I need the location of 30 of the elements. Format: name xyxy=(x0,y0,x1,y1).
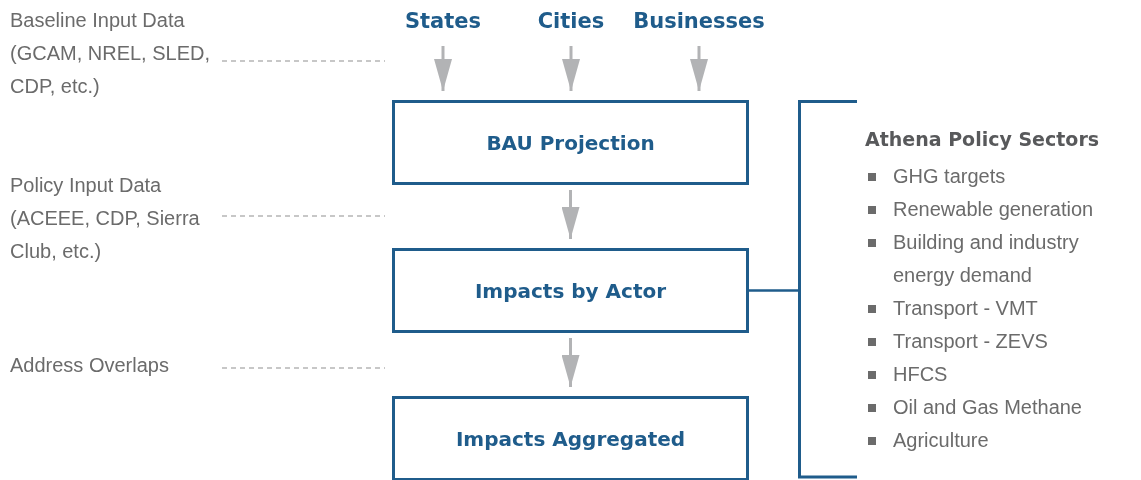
box-label: BAU Projection xyxy=(486,130,655,155)
input-note: Baseline Input Data (GCAM, NREL, SLED, CDP, etc.) xyxy=(10,4,222,104)
process-box xyxy=(392,100,749,185)
dashed-leader-line xyxy=(221,367,386,369)
arrow xyxy=(690,46,708,91)
arrow xyxy=(561,338,580,387)
list-item: Agriculture xyxy=(893,428,990,453)
list-item: Oil and Gas Methane xyxy=(893,395,1083,420)
arrow xyxy=(561,190,580,239)
list-item: Building and industry energy demand xyxy=(893,230,1080,288)
arrow xyxy=(434,46,452,91)
list-heading: Athena Policy Sectors xyxy=(865,128,1100,150)
box-label: Impacts Aggregated xyxy=(455,426,686,451)
actor-label: Cities xyxy=(526,1,616,41)
dashed-leader-line xyxy=(221,215,386,217)
actor-label: States xyxy=(398,1,488,41)
list-item: Transport - VMT xyxy=(893,296,1039,321)
arrow xyxy=(562,46,580,91)
actor-label: Businesses xyxy=(629,1,769,41)
list-item: Renewable generation xyxy=(893,197,1095,222)
input-note: Policy Input Data (ACEEE, CDP, Sierra Club, etc.) xyxy=(10,169,222,269)
process-box xyxy=(392,396,749,480)
process-box xyxy=(392,248,749,333)
list-item: Transport - ZEVS xyxy=(893,329,1049,354)
dashed-leader-line xyxy=(221,60,386,62)
list-item: HFCS xyxy=(893,362,949,387)
connector-line xyxy=(749,289,798,292)
list-item: GHG targets xyxy=(893,164,1007,189)
input-note: Address Overlaps xyxy=(10,349,222,385)
box-label: Impacts by Actor xyxy=(474,278,667,303)
